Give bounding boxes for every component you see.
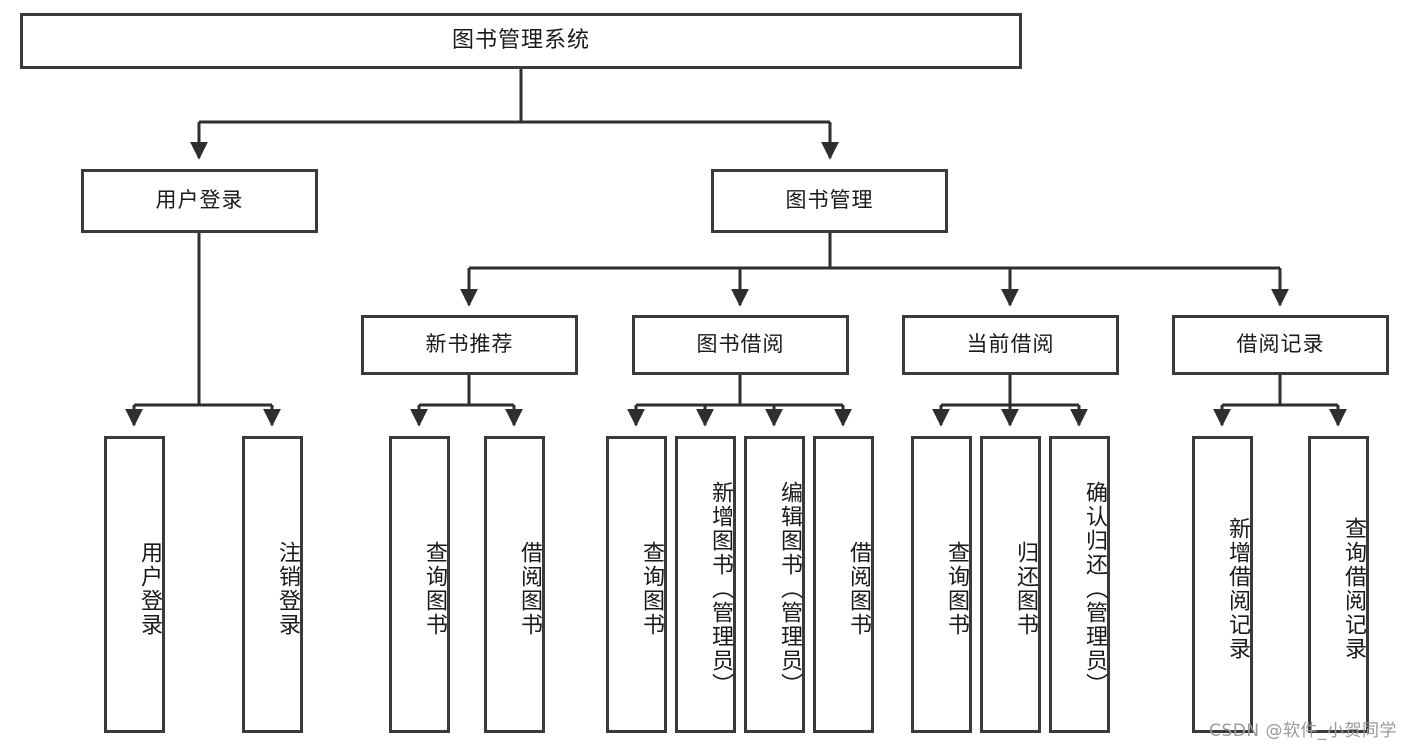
- node-label: 查询借阅记录: [1341, 516, 1366, 661]
- node-book-borrow[interactable]: 图书借阅: [632, 315, 849, 375]
- node-leaf-user-login[interactable]: 用户登录: [104, 436, 165, 733]
- node-leaf-borrow-book[interactable]: 借阅图书: [813, 436, 874, 733]
- node-leaf-edit-book[interactable]: 编辑图书（管理员）: [744, 436, 805, 733]
- node-label: 当前借阅: [966, 332, 1055, 357]
- node-leaf-query-book-current[interactable]: 查询图书: [911, 436, 972, 733]
- node-label: 查询图书: [422, 540, 447, 637]
- node-user-login[interactable]: 用户登录: [81, 169, 318, 233]
- node-leaf-return-book[interactable]: 归还图书: [980, 436, 1041, 733]
- node-label: 图书管理: [785, 188, 874, 213]
- node-leaf-confirm-return[interactable]: 确认归还（管理员）: [1049, 436, 1110, 733]
- node-leaf-query-book-borrow[interactable]: 查询图书: [606, 436, 667, 733]
- node-leaf-add-borrow-record[interactable]: 新增借阅记录: [1192, 436, 1253, 733]
- node-root[interactable]: 图书管理系统: [20, 13, 1022, 69]
- node-label: 注销登录: [275, 540, 300, 637]
- node-label: 新增借阅记录: [1225, 516, 1250, 661]
- node-leaf-query-book-recommend[interactable]: 查询图书: [389, 436, 450, 733]
- node-leaf-add-book[interactable]: 新增图书（管理员）: [675, 436, 736, 733]
- node-label: 新书推荐: [425, 332, 514, 357]
- node-label: 查询图书: [944, 540, 969, 637]
- node-leaf-logout[interactable]: 注销登录: [242, 436, 303, 733]
- node-book-manage[interactable]: 图书管理: [711, 169, 948, 233]
- node-label: 用户登录: [155, 188, 244, 213]
- node-label: 编辑图书（管理员）: [777, 480, 802, 697]
- node-label: 用户登录: [137, 540, 162, 637]
- node-label: 借阅图书: [517, 540, 542, 637]
- node-label: 图书借阅: [696, 332, 785, 357]
- node-new-book-recommend[interactable]: 新书推荐: [361, 315, 578, 375]
- node-label: 借阅图书: [846, 540, 871, 637]
- node-label: 图书管理系统: [451, 27, 590, 53]
- node-borrow-record[interactable]: 借阅记录: [1172, 315, 1389, 375]
- node-label: 归还图书: [1013, 540, 1038, 637]
- node-label: 借阅记录: [1236, 332, 1325, 357]
- node-leaf-borrow-book-recommend[interactable]: 借阅图书: [484, 436, 545, 733]
- node-label: 新增图书（管理员）: [708, 480, 733, 697]
- node-leaf-query-borrow-record[interactable]: 查询借阅记录: [1308, 436, 1369, 733]
- node-label: 查询图书: [639, 540, 664, 637]
- node-current-borrow[interactable]: 当前借阅: [902, 315, 1119, 375]
- node-label: 确认归还（管理员）: [1082, 480, 1107, 697]
